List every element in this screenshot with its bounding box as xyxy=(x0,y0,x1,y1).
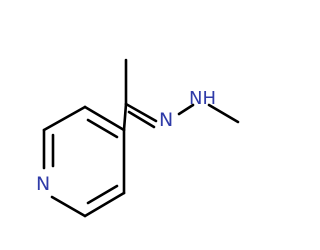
ring-bond-c6-c5 xyxy=(83,191,126,218)
ring-bond-c3-c2 xyxy=(42,105,87,132)
molecule-diagram: N N NH xyxy=(36,58,240,218)
structure-canvas: N N NH xyxy=(36,58,240,218)
bond-imine-carbon-to-nitrogen xyxy=(124,102,158,123)
pyridine-ring xyxy=(42,105,126,218)
ring-bond-c4-c3 xyxy=(83,105,126,132)
bond-imine-carbon-to-nitrogen-inner xyxy=(127,110,156,129)
bond-ring-to-imine-carbon xyxy=(122,102,128,132)
bond-n-to-nh xyxy=(177,103,195,116)
hydrazone-chain xyxy=(122,58,240,132)
imine-nitrogen-label: N xyxy=(159,109,173,131)
ring-bond-c4-c3-inner xyxy=(86,118,119,139)
ring-nitrogen-label: N xyxy=(36,173,50,195)
ring-bond-n1-c6 xyxy=(50,195,87,218)
amine-nh-label: NH xyxy=(189,88,216,109)
ring-bond-c6-c5-inner xyxy=(86,184,119,205)
bond-nh-to-methyl xyxy=(207,103,240,124)
